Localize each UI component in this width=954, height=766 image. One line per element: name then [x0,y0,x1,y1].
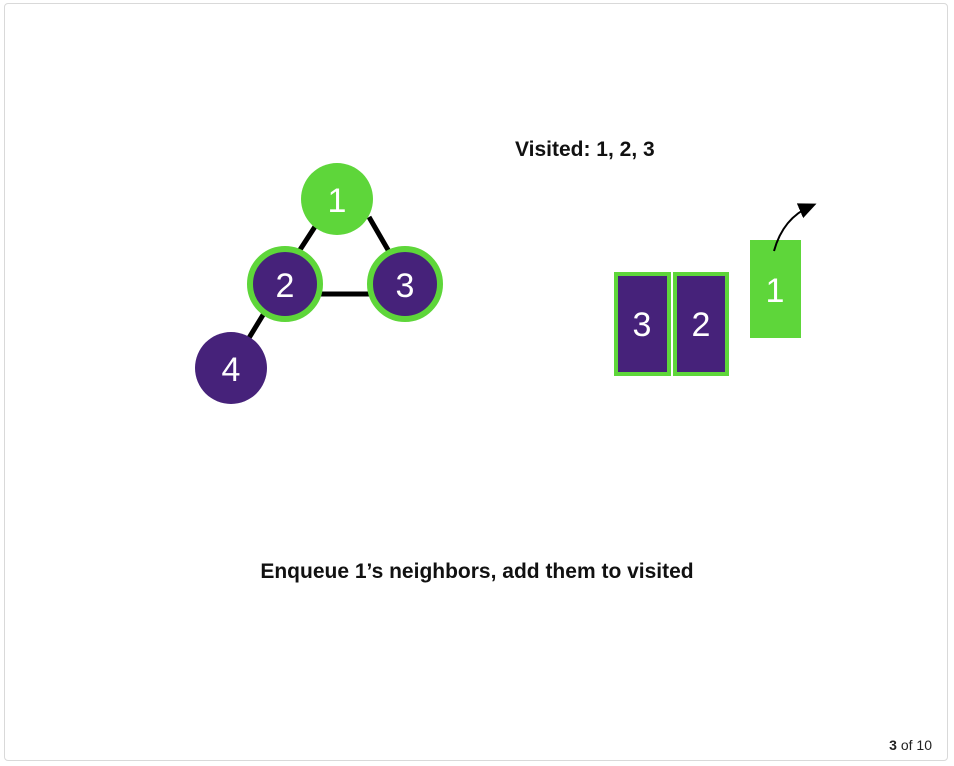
node-label-2: 2 [276,267,295,305]
queue-label-3: 3 [633,306,652,344]
visited-label: Visited: 1, 2, 3 [515,138,655,161]
queue-item-2: 2 [673,272,729,376]
node-label-4: 4 [222,351,241,389]
graph-node-1: 1 [301,163,373,235]
pager-total: 10 [916,737,932,753]
node-label-3: 3 [396,267,415,305]
node-label-1: 1 [328,182,347,220]
graph-node-2: 2 [247,246,323,322]
graph-node-4: 4 [195,332,267,404]
dequeue-arrow-icon [773,203,817,252]
slide-frame [4,3,948,761]
queue-item-3: 3 [614,272,671,376]
dequeued-item-1: 1 [750,240,801,338]
pager-separator: of [900,737,913,753]
queue-label-2: 2 [692,306,711,344]
step-caption: Enqueue 1’s neighbors, add them to visit… [260,560,694,583]
slide-pager: 3 of 10 [889,737,932,753]
dequeued-label-1: 1 [766,272,785,310]
graph-node-3: 3 [367,246,443,322]
pager-current: 3 [889,737,897,753]
